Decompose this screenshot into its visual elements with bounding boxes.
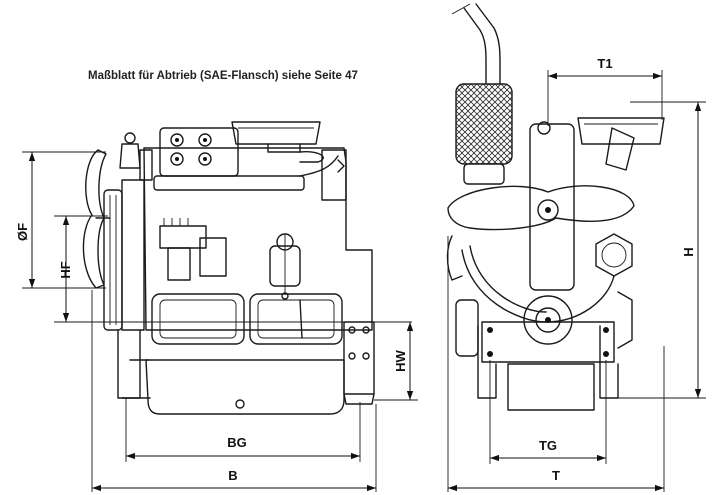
label-b: B [228, 468, 237, 483]
flange-reference-note: Maßblatt für Abtrieb (SAE-Flansch) siehe… [88, 70, 358, 82]
label-t1: T1 [597, 56, 612, 71]
cooling-fan [82, 149, 111, 289]
label-hf: HF [58, 261, 73, 278]
label-tg: TG [539, 438, 557, 453]
front-view [446, 3, 665, 411]
front-view-dimensions: T1 H TG T [447, 56, 706, 492]
side-view [82, 121, 375, 415]
label-t: T [552, 468, 560, 483]
side-view-dimensions: ØF HF HW BG B [15, 151, 418, 492]
label-h: H [681, 247, 696, 256]
label-bg: BG [227, 435, 247, 450]
label-diameter-f: ØF [15, 223, 30, 241]
label-hw: HW [393, 349, 408, 371]
